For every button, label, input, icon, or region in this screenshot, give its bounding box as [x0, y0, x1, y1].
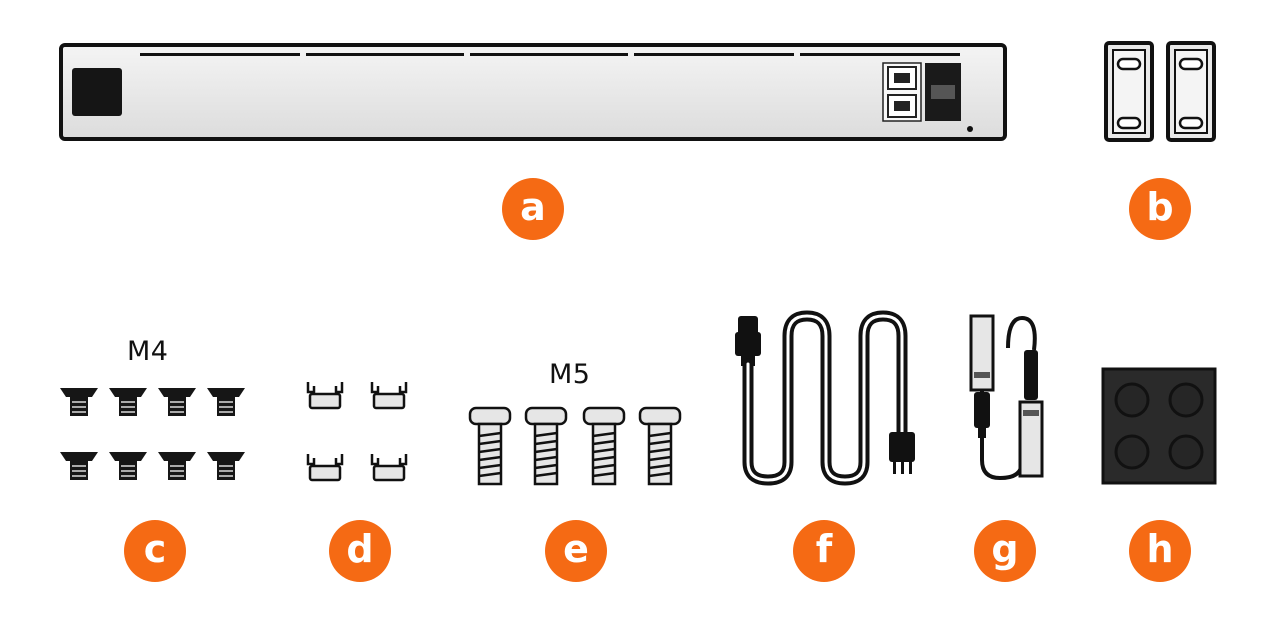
label-badge-g: g [974, 520, 1036, 582]
label-badge-a: a [502, 178, 564, 240]
m5-pan-head-screw-icon [468, 406, 682, 486]
label-badge-b: b [1129, 178, 1191, 240]
label-badge-c: c [124, 520, 186, 582]
label-badge-f: f [793, 520, 855, 582]
rack-ear-bracket-icon [1104, 41, 1216, 142]
power-cord-icon [735, 310, 915, 486]
dac-sfp-cable-icon [969, 314, 1044, 481]
label-badge-d: d [329, 520, 391, 582]
m5-size-label: M5 [549, 359, 591, 390]
rack-mount-switch-icon [59, 43, 1007, 141]
m4-size-label: M4 [127, 336, 169, 367]
rubber-feet-icon [1101, 367, 1217, 485]
m4-flat-head-screw-icon [60, 388, 245, 480]
label-badge-h: h [1129, 520, 1191, 582]
label-badge-e: e [545, 520, 607, 582]
cage-nut-icon [306, 380, 408, 482]
